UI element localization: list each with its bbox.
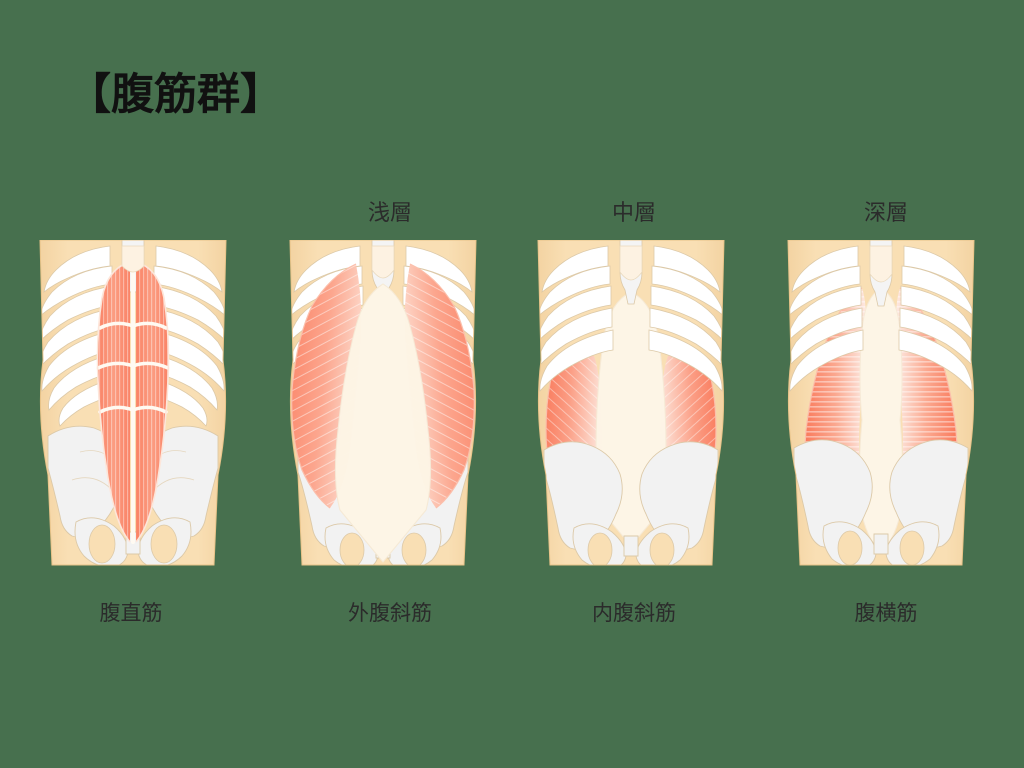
figure-transversus-abdominis — [766, 240, 996, 570]
muscle-label-rectus-abdominis: 腹直筋 — [99, 601, 163, 625]
torso-body — [538, 240, 724, 565]
page-title: 【腹筋群】 — [68, 70, 283, 120]
torso-body — [40, 240, 226, 565]
muscle-label-transversus-abdominis: 腹横筋 — [854, 601, 918, 625]
figure-external-oblique — [268, 240, 498, 570]
muscle-label-internal-oblique: 内腹斜筋 — [592, 601, 676, 625]
layer-label-deep: 深層 — [863, 201, 908, 226]
torso-body — [788, 240, 974, 565]
torso-body — [290, 240, 476, 565]
layer-label-superficial: 浅層 — [367, 201, 412, 226]
layer-label-middle: 中層 — [611, 201, 656, 226]
rib-cage — [538, 245, 724, 392]
rib-cage — [788, 245, 974, 392]
figure-internal-oblique — [516, 240, 746, 570]
figure-rectus-abdominis — [18, 240, 248, 570]
muscle-label-external-oblique: 外腹斜筋 — [348, 601, 432, 625]
rectus-abdominis-muscle — [96, 260, 170, 544]
rib-cage — [40, 245, 226, 427]
